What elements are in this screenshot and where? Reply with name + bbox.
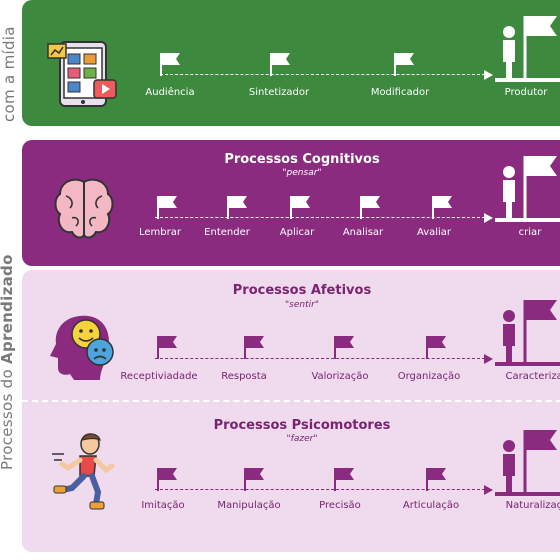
- media-step-label-2: Sintetizador: [248, 87, 310, 98]
- cognitive-arrow-line: [155, 217, 485, 218]
- psychomotor-step-label-4: Articulação: [402, 500, 460, 511]
- psychomotor-flag-2: [244, 468, 264, 491]
- side-label-prefix: Processos do: [0, 369, 16, 470]
- affective-step-label-2: Resposta: [221, 371, 267, 382]
- cognitive-step-label-5: Avaliar: [416, 227, 452, 238]
- affective-end-label: Caracterização: [505, 371, 560, 382]
- emotions-head-icon: [50, 315, 114, 380]
- psychomotor-arrow-line: [155, 489, 485, 490]
- media-step-label-1: Audiência: [145, 87, 195, 98]
- media-step-label-3: Modificador: [370, 87, 430, 98]
- media-flag-3: [394, 53, 414, 76]
- tablet-media-icon: [47, 41, 117, 107]
- psychomotor-subtitle: "fazer": [286, 434, 318, 444]
- affective-title: Processos Afetivos: [232, 283, 372, 298]
- psychomotor-flag-3: [334, 468, 354, 491]
- cognitive-step-label-4: Analisar: [342, 227, 384, 238]
- cognitive-arrowhead: [484, 213, 493, 223]
- media-flag-1: [160, 53, 180, 76]
- affective-subtitle: "sentir": [285, 300, 319, 310]
- side-label-bold: Aprendizado: [0, 254, 16, 364]
- psychomotor-step-label-2: Manipulação: [217, 500, 281, 511]
- side-label-aprendizado: Processos do Aprendizado: [0, 254, 16, 470]
- affective-psychomotor-band: [22, 270, 560, 552]
- affective-flag-1: [157, 336, 177, 359]
- psychomotor-title: Processos Psicomotores: [213, 418, 391, 433]
- running-person-icon: [52, 433, 115, 510]
- psychomotor-end-label: Naturalização: [505, 500, 560, 511]
- affective-step-label-1: Receptiviadade: [120, 371, 198, 382]
- side-label-midia: com a mídia: [0, 26, 18, 122]
- psychomotor-flag-1: [157, 468, 177, 491]
- cognitive-subtitle: "pensar": [282, 168, 322, 178]
- media-arrowhead: [484, 70, 493, 80]
- section-divider: [22, 400, 560, 402]
- cognitive-flag-2: [227, 196, 247, 219]
- media-end-label: Produtor: [504, 87, 548, 98]
- cognitive-step-label-3: Aplicar: [279, 227, 315, 238]
- cognitive-title: Processos Cognitivos: [224, 152, 380, 167]
- psychomotor-end-person-flag: [495, 430, 560, 496]
- affective-end-person-flag: [495, 300, 560, 366]
- cognitive-end-label: criar: [518, 227, 542, 238]
- psychomotor-step-label-3: Precisão: [319, 500, 361, 511]
- brain-icon: [54, 178, 114, 239]
- cognitive-step-label-2: Entender: [204, 227, 250, 238]
- affective-step-label-4: Organização: [397, 371, 461, 382]
- cognitive-step-label-1: Lembrar: [139, 227, 181, 238]
- cognitive-flag-5: [432, 196, 452, 219]
- affective-step-label-3: Valorização: [311, 371, 369, 382]
- psychomotor-flag-4: [426, 468, 446, 491]
- media-flag-2: [270, 53, 290, 76]
- cognitive-flag-1: [157, 196, 177, 219]
- side-label-midia-text: com a mídia: [0, 26, 18, 122]
- affective-arrow-line: [155, 358, 485, 359]
- affective-flag-3: [334, 336, 354, 359]
- media-band: [22, 0, 560, 126]
- psychomotor-arrowhead: [484, 485, 493, 495]
- affective-flag-4: [426, 336, 446, 359]
- affective-flag-2: [244, 336, 264, 359]
- cognitive-flag-4: [360, 196, 380, 219]
- cognitive-end-person-flag: [495, 156, 560, 222]
- media-end-person-flag: [495, 16, 560, 82]
- cognitive-flag-3: [290, 196, 310, 219]
- media-arrow-line: [160, 74, 485, 75]
- affective-arrowhead: [484, 354, 493, 364]
- psychomotor-step-label-1: Imitação: [141, 500, 185, 511]
